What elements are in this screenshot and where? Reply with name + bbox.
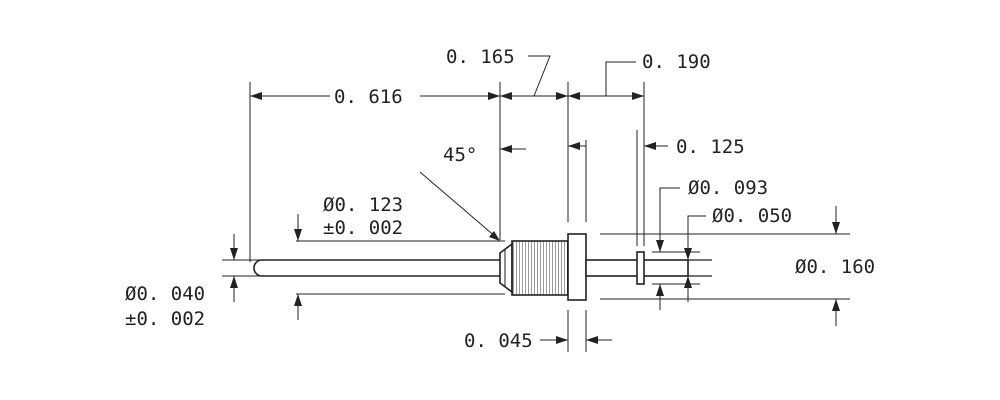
pin-part: [253, 233, 712, 301]
dim-collar-diameter: Ø0. 093: [656, 177, 768, 310]
dim-flange-diameter: Ø0. 160: [795, 206, 875, 326]
body-diameter-tol: ±0. 002: [323, 217, 403, 239]
dim-body-diameter: Ø0. 123 ±0. 002: [294, 194, 403, 320]
extension-lines: [222, 82, 850, 352]
knurl-length-label: 0. 165: [446, 46, 515, 68]
pin-diameter-label: Ø0. 040: [125, 283, 205, 305]
chamfer-angle-label: 45°: [443, 144, 477, 166]
dim-knurl-length: 0. 165: [446, 46, 568, 100]
chamfer-body: [499, 242, 513, 294]
collar: [636, 251, 645, 285]
dim-tail-length: 0. 190: [568, 51, 711, 100]
overall-length-label: 0. 616: [334, 86, 403, 108]
collar-diameter-label: Ø0. 093: [688, 177, 768, 199]
flange-diameter-label: Ø0. 160: [795, 256, 875, 278]
dim-flange-thickness: 0. 045: [464, 330, 612, 352]
body-diameter-label: Ø0. 123: [323, 194, 403, 216]
collar-position-label: 0. 125: [676, 136, 745, 158]
tail-length-label: 0. 190: [642, 51, 711, 73]
pin-shaft: [253, 259, 500, 277]
dim-collar-position: 0. 125: [644, 136, 745, 158]
flange-thickness-label: 0. 045: [464, 330, 533, 352]
flange: [567, 233, 587, 301]
dim-overall-length: 0. 616: [250, 86, 500, 108]
knurled-section: [511, 240, 569, 296]
dim-pin-diameter: Ø0. 040 ±0. 002: [125, 234, 238, 330]
tail-diameter-label: Ø0. 050: [712, 205, 792, 227]
pin-diameter-tol: ±0. 002: [125, 308, 205, 330]
dim-chamfer-angle: 45°: [419, 142, 586, 241]
dim-tail-diameter: Ø0. 050: [684, 205, 792, 302]
